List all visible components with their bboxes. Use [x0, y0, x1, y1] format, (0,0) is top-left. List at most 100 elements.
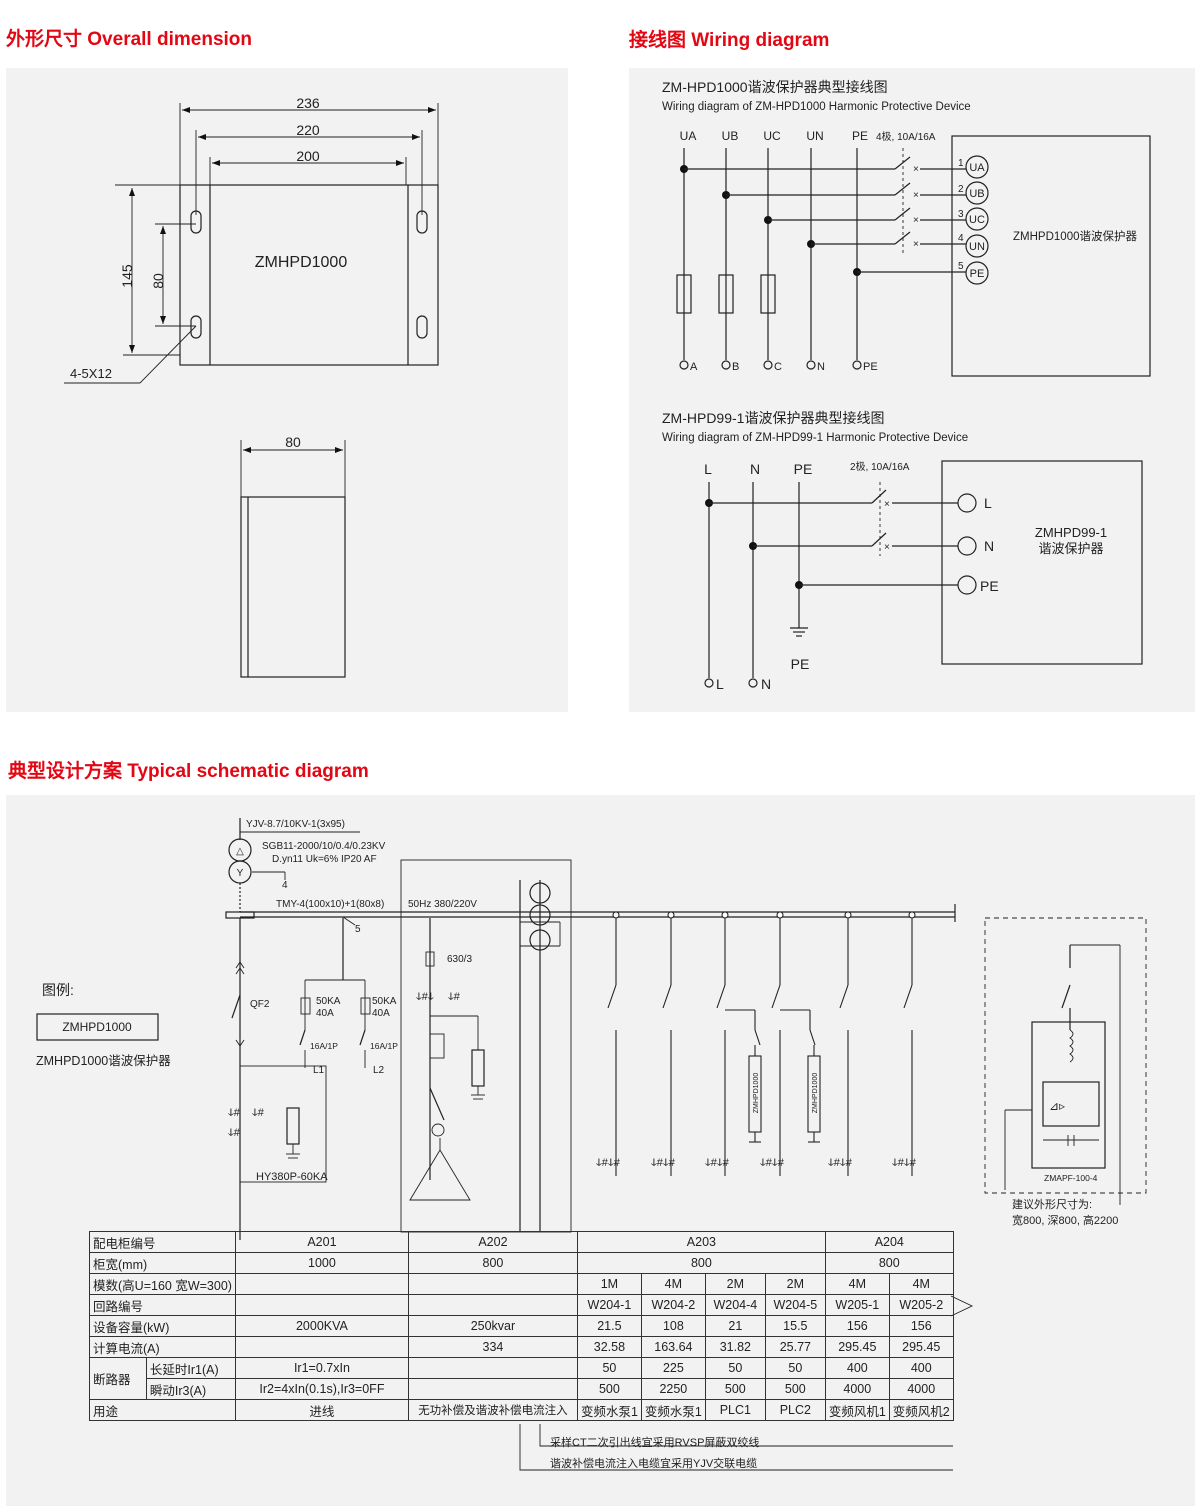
svg-text:ↆ#ↆ#: ↆ#ↆ# — [651, 1157, 676, 1169]
spd-rating: 40A — [372, 1008, 390, 1019]
row-label: 计算电流(A) — [89, 1336, 236, 1358]
transformer-spec: SGB11-2000/10/0.4/0.23KV — [262, 841, 386, 852]
table-cell: 变频水泵1 — [640, 1399, 706, 1421]
table-cell: 250kvar — [407, 1315, 578, 1337]
svg-text:×: × — [913, 215, 919, 226]
bottom-terminal-label: N — [817, 361, 825, 373]
bottom-terminal-label: N — [761, 676, 771, 692]
frequency-label: 50Hz 380/220V — [408, 899, 477, 910]
table-cell: 1M — [576, 1273, 642, 1295]
table-row: 计算电流(A) 334 32.58 163.64 31.82 25.77 295… — [89, 1336, 954, 1358]
note: 采样CT二次引出线宜采用RVSP屏蔽双绞线 — [550, 1435, 759, 1449]
table-row: 柜宽(mm) 1000 800 800 800 — [89, 1252, 954, 1274]
table-cell: 800 — [824, 1252, 954, 1274]
table-cell: W205-1 — [824, 1294, 890, 1316]
terminal-label: UN — [969, 241, 985, 253]
front-view-outline — [179, 184, 439, 366]
table-cell: 32.58 — [576, 1336, 642, 1358]
table-cell: A204 — [824, 1231, 954, 1253]
dimension-panel — [6, 68, 568, 712]
overall-dimension-heading: 外形尺寸 Overall dimension — [6, 29, 252, 50]
apf-label: ZMAPF-100-4 — [1044, 1173, 1098, 1183]
terminal-label: N — [984, 538, 994, 554]
table-cell: 4000 — [824, 1378, 890, 1400]
holes-label: 4-5X12 — [70, 366, 112, 381]
wiring-diagram-heading: 接线图 Wiring diagram — [629, 30, 830, 51]
legend-description: ZMHPD1000谐波保护器 — [36, 1054, 171, 1068]
table-cell: 500 — [704, 1378, 766, 1400]
row-label: 瞬动Ir3(A) — [145, 1378, 236, 1400]
table-row: 瞬动Ir3(A) Ir2=4xIn(0.1s),Ir3=0FF 500 2250… — [90, 1378, 954, 1400]
table-cell: 31.82 — [704, 1336, 766, 1358]
table-cell: 2M — [764, 1273, 826, 1295]
svg-text:ↆ#: ↆ# — [228, 1127, 241, 1139]
row-label: 长延时Ir1(A) — [145, 1357, 236, 1379]
table-cell: 4M — [824, 1273, 890, 1295]
table-cell: 变频水泵1 — [576, 1399, 642, 1421]
phase-label: UA — [680, 129, 697, 143]
table-cell: 500 — [764, 1378, 826, 1400]
spd-breaker-label: 16A/1P — [370, 1041, 398, 1051]
wiring2-breaker-label: 2极, 10A/16A — [850, 460, 910, 473]
wiring1-title-en: Wiring diagram of ZM-HPD1000 Harmonic Pr… — [662, 101, 971, 113]
mount-slot — [190, 315, 202, 339]
svg-text:×: × — [913, 164, 919, 175]
table-cell: 50 — [764, 1357, 826, 1379]
apf-size-label: 建议外形尺寸为: — [1012, 1197, 1092, 1211]
busbar-label: TMY-4(100x10)+1(80x8) — [276, 899, 384, 910]
table-cell: 4000 — [888, 1378, 954, 1400]
table-cell: 400 — [888, 1357, 954, 1379]
ref-number: 5 — [355, 924, 361, 935]
table-cell: W204-5 — [764, 1294, 826, 1316]
phase-label: PE — [852, 129, 868, 143]
svg-text:ↆ#ↆ#: ↆ#ↆ# — [892, 1157, 917, 1169]
phase-label: UB — [722, 129, 739, 143]
front-model-label: ZMHPD1000 — [255, 254, 348, 271]
spd-breaker-label: 16A/1P — [310, 1041, 338, 1051]
table-cell: 334 — [407, 1336, 578, 1358]
svg-text:ↆ#: ↆ# — [448, 991, 461, 1003]
igbt-block — [1042, 1081, 1100, 1127]
table-row: 断路器 长延时Ir1(A) Ir1=0.7xIn 50 225 50 50 40… — [89, 1357, 954, 1400]
table-cell: PLC2 — [764, 1399, 826, 1421]
table-cell: 2M — [704, 1273, 766, 1295]
svg-text:ↆ#ↆ#: ↆ#ↆ# — [828, 1157, 853, 1169]
mount-slot — [190, 210, 202, 234]
terminal-label: PE — [970, 268, 985, 280]
ref-number: 4 — [282, 880, 288, 891]
table-cell: PLC1 — [704, 1399, 766, 1421]
svg-text:ↆ#ↆ#: ↆ#ↆ# — [596, 1157, 621, 1169]
table-cell: 225 — [640, 1357, 706, 1379]
vertical-device-label: ZMHPD1000 — [812, 1073, 819, 1114]
dim-236-label: 236 — [296, 95, 320, 111]
dim-80-label: 80 — [150, 273, 166, 289]
table-cell: 800 — [576, 1252, 826, 1274]
apf-cabinet-outline — [984, 917, 1147, 1194]
table-cell: 295.45 — [824, 1336, 890, 1358]
incoming-cabinet-frame — [239, 1065, 327, 1183]
table-cell: 变频风机2 — [888, 1399, 954, 1421]
dim-145-label: 145 — [119, 264, 135, 288]
table-cell: 800 — [407, 1252, 578, 1274]
fuse — [760, 274, 776, 314]
side-width-label: 80 — [285, 434, 301, 450]
cable-label: YJV-8.7/10KV-1(3x95) — [246, 819, 345, 830]
apf-module — [1031, 1021, 1106, 1169]
table-cell: A201 — [234, 1231, 409, 1253]
table-row: 配电柜编号 A201 A202 A203 A204 — [89, 1231, 954, 1253]
svg-text:ↆ#ↆ: ↆ#ↆ — [416, 991, 434, 1003]
svg-text:ↆ#ↆ#: ↆ#ↆ# — [760, 1157, 785, 1169]
schematic-heading: 典型设计方案 Typical schematic diagram — [8, 761, 369, 782]
table-cell: 25.77 — [764, 1336, 826, 1358]
table-cell: A202 — [407, 1231, 578, 1253]
arrester-label: HY380P-60KA — [256, 1171, 328, 1183]
vertical-device-label: ZMHPD1000 — [753, 1073, 760, 1114]
row-label: 用途 — [89, 1399, 236, 1421]
table-cell: 108 — [640, 1315, 706, 1337]
row-label: 断路器 — [89, 1357, 147, 1400]
spd-rating: 40A — [316, 1008, 334, 1019]
table-cell: 2250 — [640, 1378, 706, 1400]
phase-label: UC — [763, 129, 781, 143]
device-label: 谐波保护器 — [1038, 541, 1103, 556]
